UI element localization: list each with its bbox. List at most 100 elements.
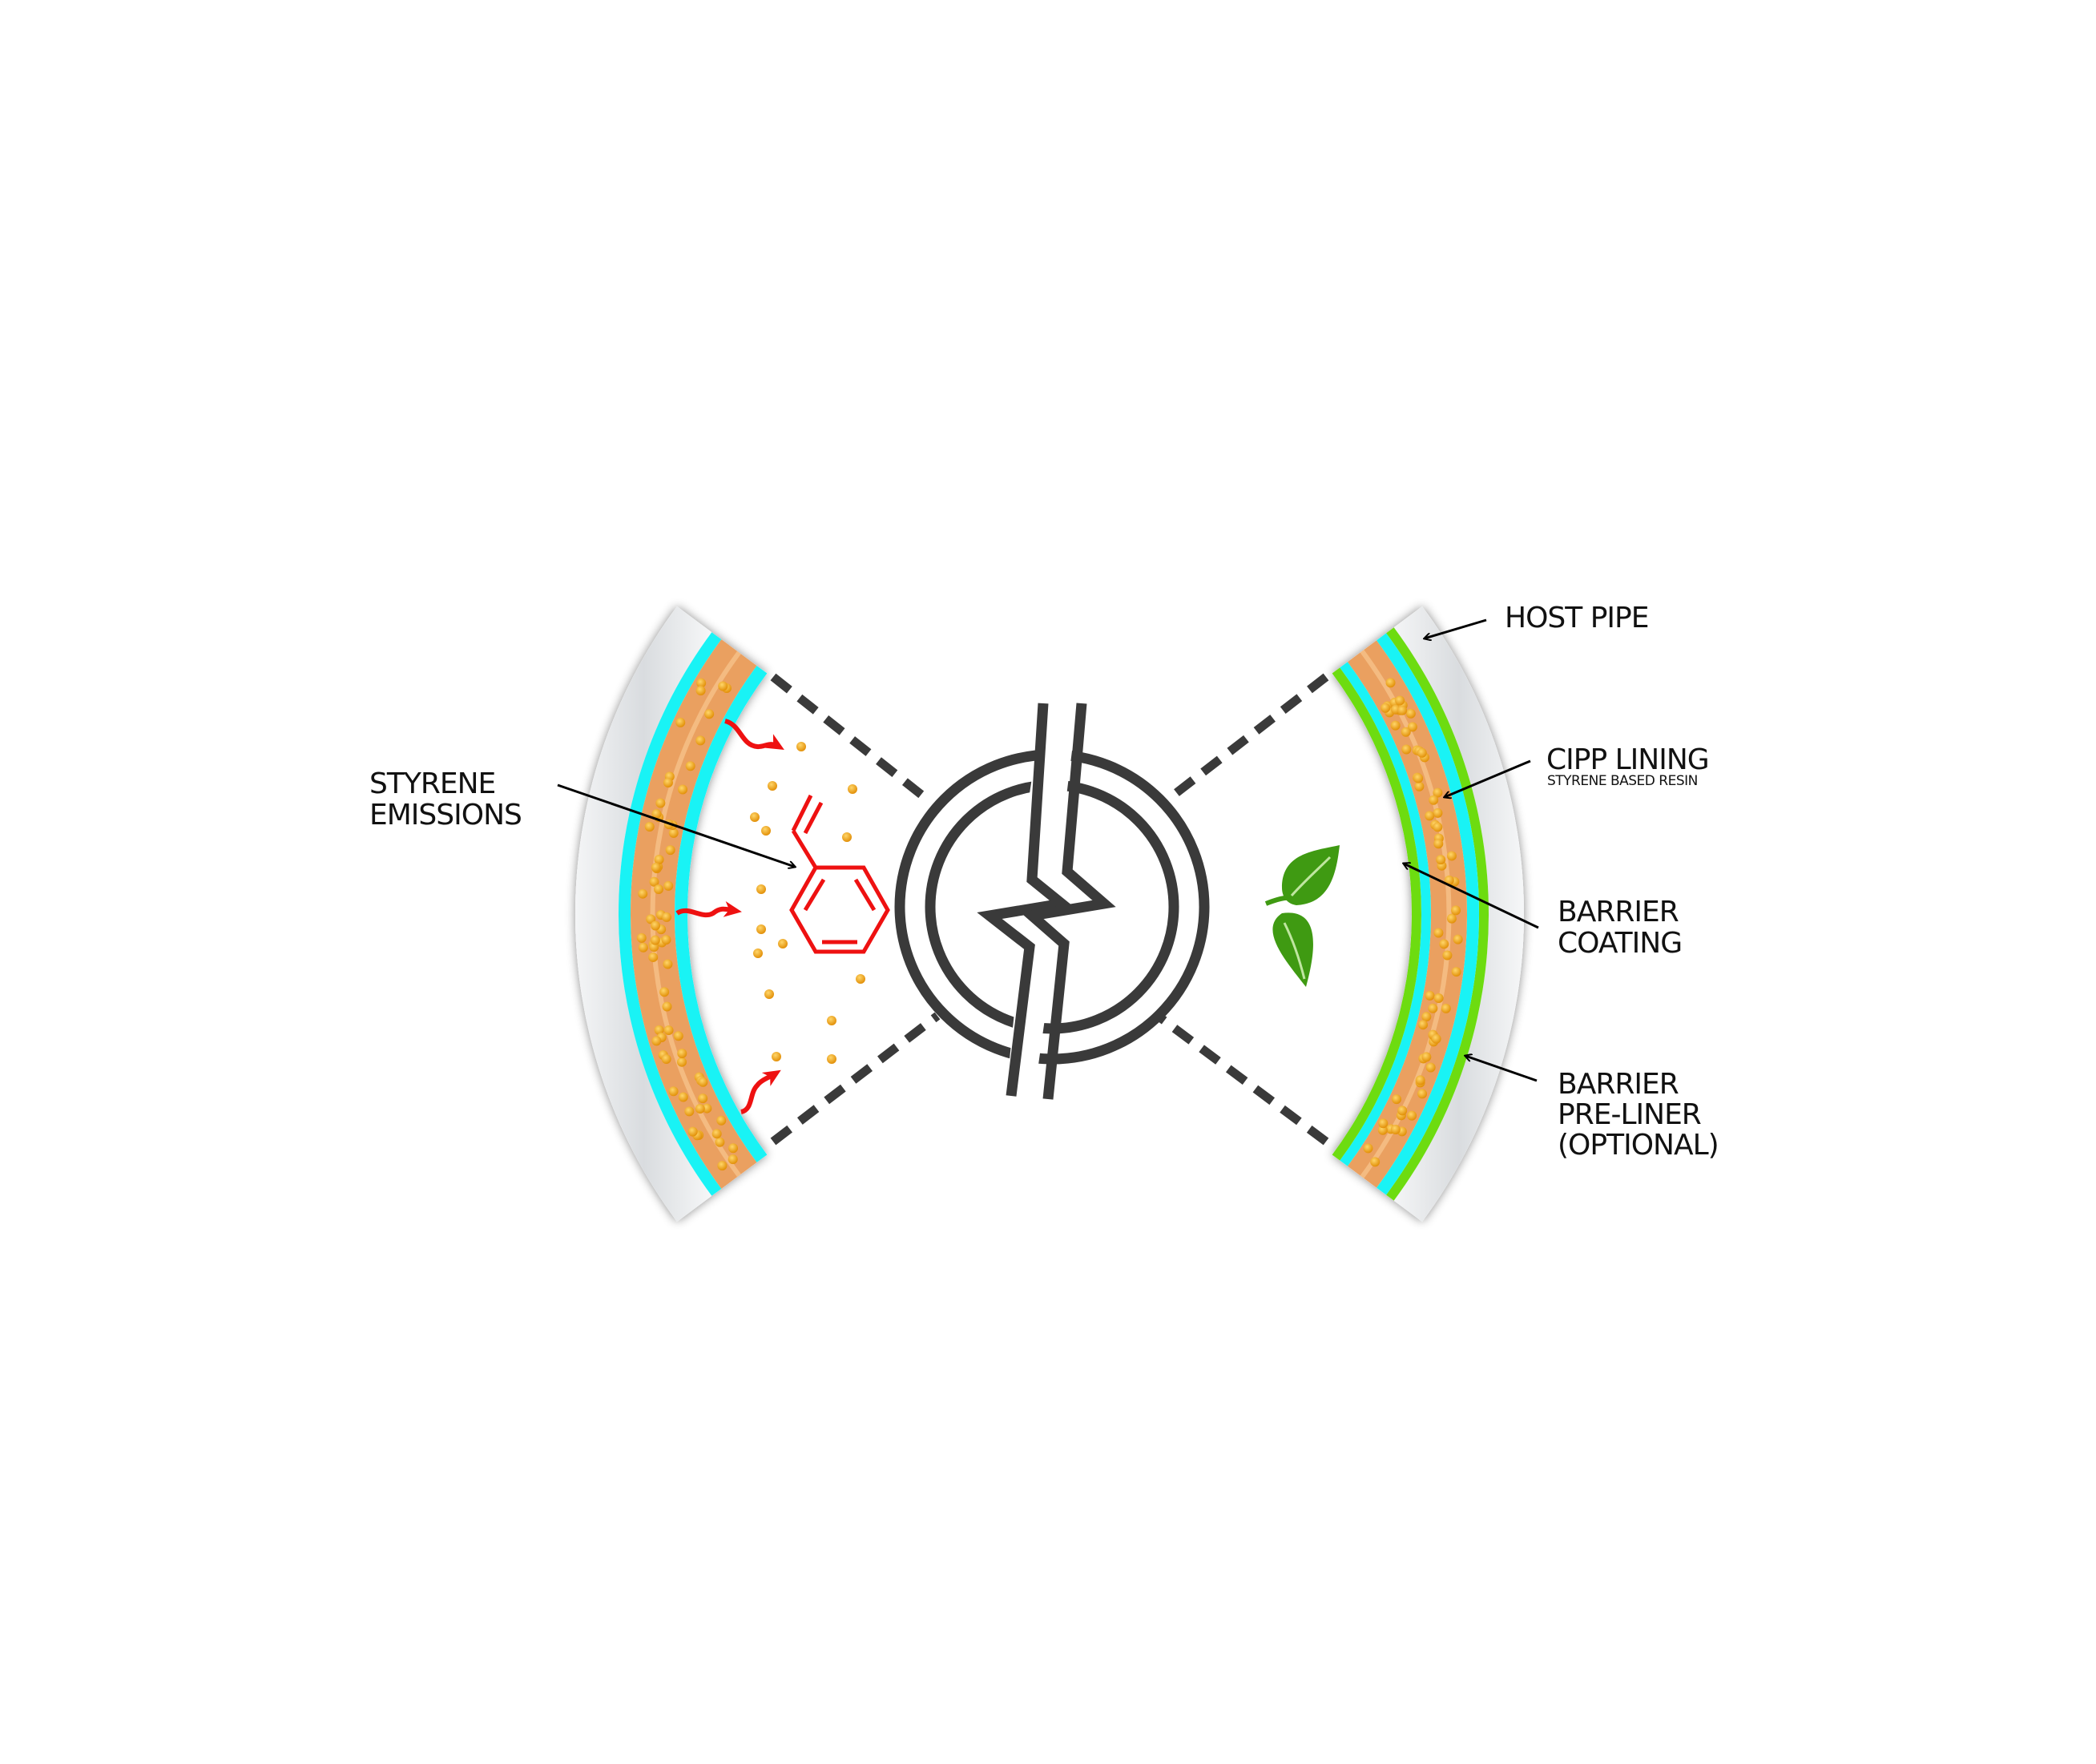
resin-particle bbox=[662, 1001, 672, 1012]
resin-particle bbox=[1444, 875, 1454, 885]
dashed-line-left-top bbox=[770, 673, 933, 805]
inner-green-layer bbox=[1332, 667, 1421, 1161]
resin-particle bbox=[673, 1031, 683, 1041]
resin-particle bbox=[1395, 695, 1405, 706]
styrene-particle bbox=[756, 924, 766, 934]
styrene-particle bbox=[827, 1054, 836, 1064]
label-line: STYRENE bbox=[369, 767, 495, 800]
resin-particle bbox=[663, 959, 673, 969]
label-line: PRE-LINER bbox=[1558, 1098, 1701, 1131]
resin-particle bbox=[675, 717, 686, 727]
styrene-particle bbox=[827, 1016, 836, 1025]
resin-particle bbox=[1439, 939, 1449, 949]
leader-host-pipe bbox=[1425, 618, 1487, 638]
resin-particle bbox=[1425, 1062, 1436, 1073]
resin-particle bbox=[1377, 1125, 1388, 1135]
inner-cyan-layer bbox=[675, 665, 768, 1163]
label-line: EMISSIONS bbox=[369, 799, 522, 832]
resin-particle bbox=[1446, 913, 1457, 924]
resin-particle bbox=[677, 1057, 687, 1067]
resin-particle bbox=[695, 686, 706, 696]
resin-particle bbox=[636, 932, 647, 943]
resin-particle bbox=[1421, 1052, 1432, 1062]
resin-particle bbox=[1392, 1094, 1402, 1105]
resin-particle bbox=[668, 828, 679, 838]
resin-particle bbox=[663, 880, 674, 891]
styrene-particle bbox=[750, 812, 760, 822]
resin-particle bbox=[728, 1154, 738, 1165]
barrier-pre-liner-layer bbox=[1386, 627, 1489, 1201]
resin-particle bbox=[1417, 747, 1427, 758]
resin-particle bbox=[1421, 1012, 1432, 1022]
resin-particle bbox=[1446, 851, 1457, 861]
resin-particle bbox=[638, 888, 648, 899]
resin-particle bbox=[644, 822, 655, 832]
resin-particle bbox=[651, 920, 661, 931]
leader-lines bbox=[557, 618, 1539, 1082]
outer-cyan-layer bbox=[619, 632, 722, 1196]
resin-particle bbox=[663, 777, 673, 787]
styrene-particle bbox=[764, 989, 774, 999]
styrene-particle bbox=[756, 884, 766, 894]
resin-particle bbox=[1405, 708, 1416, 719]
resin-particle bbox=[655, 798, 666, 808]
label-host-pipe: HOST PIPE bbox=[1505, 602, 1648, 634]
styrene-particle bbox=[842, 832, 852, 842]
resin-particle bbox=[1381, 703, 1391, 713]
emission-arrow-icon bbox=[740, 1069, 781, 1114]
resin-particle bbox=[717, 1161, 728, 1171]
resin-particle bbox=[687, 1126, 698, 1137]
resin-particle bbox=[1442, 950, 1453, 961]
leader-styrene-emissions bbox=[557, 783, 795, 867]
resin-particle bbox=[1401, 744, 1412, 755]
resin-particle bbox=[678, 1092, 688, 1102]
barrier-coating-layer bbox=[1340, 662, 1432, 1166]
host-pipe-layer bbox=[575, 606, 712, 1222]
resin-particle bbox=[698, 1077, 708, 1087]
resin-particle bbox=[654, 855, 664, 865]
label-barrier-pre-liner: BARRIER PRE-LINER (OPTIONAL) bbox=[1558, 1068, 1719, 1162]
dashed-line-left-bottom bbox=[770, 1012, 941, 1146]
resin-particle bbox=[648, 952, 659, 962]
label-styrene-emissions: STYRENE EMISSIONS bbox=[369, 767, 522, 832]
dashed-line-right-top bbox=[1163, 673, 1329, 805]
resin-particle bbox=[1407, 1110, 1417, 1121]
resin-particle bbox=[649, 876, 659, 887]
label-line: BARRIER bbox=[1558, 1068, 1679, 1101]
styrene-particle bbox=[761, 826, 771, 836]
resin-particle bbox=[728, 1143, 739, 1154]
break-symbol-icon bbox=[894, 703, 1210, 1100]
resin-particle bbox=[695, 735, 706, 746]
resin-particle bbox=[654, 884, 664, 895]
resin-particle bbox=[702, 1103, 712, 1114]
resin-particle bbox=[1415, 1075, 1425, 1085]
resin-particle bbox=[685, 761, 695, 771]
resin-particle bbox=[715, 1137, 725, 1147]
resin-particle bbox=[1441, 1003, 1451, 1013]
resin-particle bbox=[698, 1093, 708, 1104]
cipp-resin-layer bbox=[1347, 640, 1468, 1188]
resin-highlight bbox=[1360, 649, 1452, 1179]
resin-particle bbox=[663, 1025, 674, 1036]
emission-arrow-icon bbox=[675, 900, 742, 917]
resin-particle bbox=[1425, 990, 1435, 1001]
leader-cipp-lining bbox=[1445, 759, 1531, 797]
resin-particle bbox=[1433, 839, 1444, 849]
resin-particle bbox=[704, 709, 715, 719]
left-pipe-section-without-barrier bbox=[575, 606, 768, 1222]
resin-particle bbox=[711, 1129, 722, 1139]
leader-barrier-coating bbox=[1404, 864, 1539, 929]
resin-particle bbox=[677, 1049, 687, 1059]
styrene-particle bbox=[796, 742, 806, 751]
emission-arrow-icon bbox=[724, 719, 784, 751]
label-barrier-coating: BARRIER COATING bbox=[1558, 896, 1683, 960]
styrene-particle bbox=[768, 781, 777, 791]
resin-particle bbox=[1363, 1143, 1373, 1154]
resin-particle bbox=[1451, 905, 1461, 916]
resin-particle bbox=[1418, 1020, 1429, 1030]
resin-particle bbox=[1414, 781, 1425, 791]
resin-particle bbox=[1370, 1157, 1381, 1167]
resin-particle bbox=[1433, 928, 1444, 938]
resin-particle bbox=[1413, 773, 1424, 783]
resin-particle bbox=[1431, 1033, 1441, 1044]
